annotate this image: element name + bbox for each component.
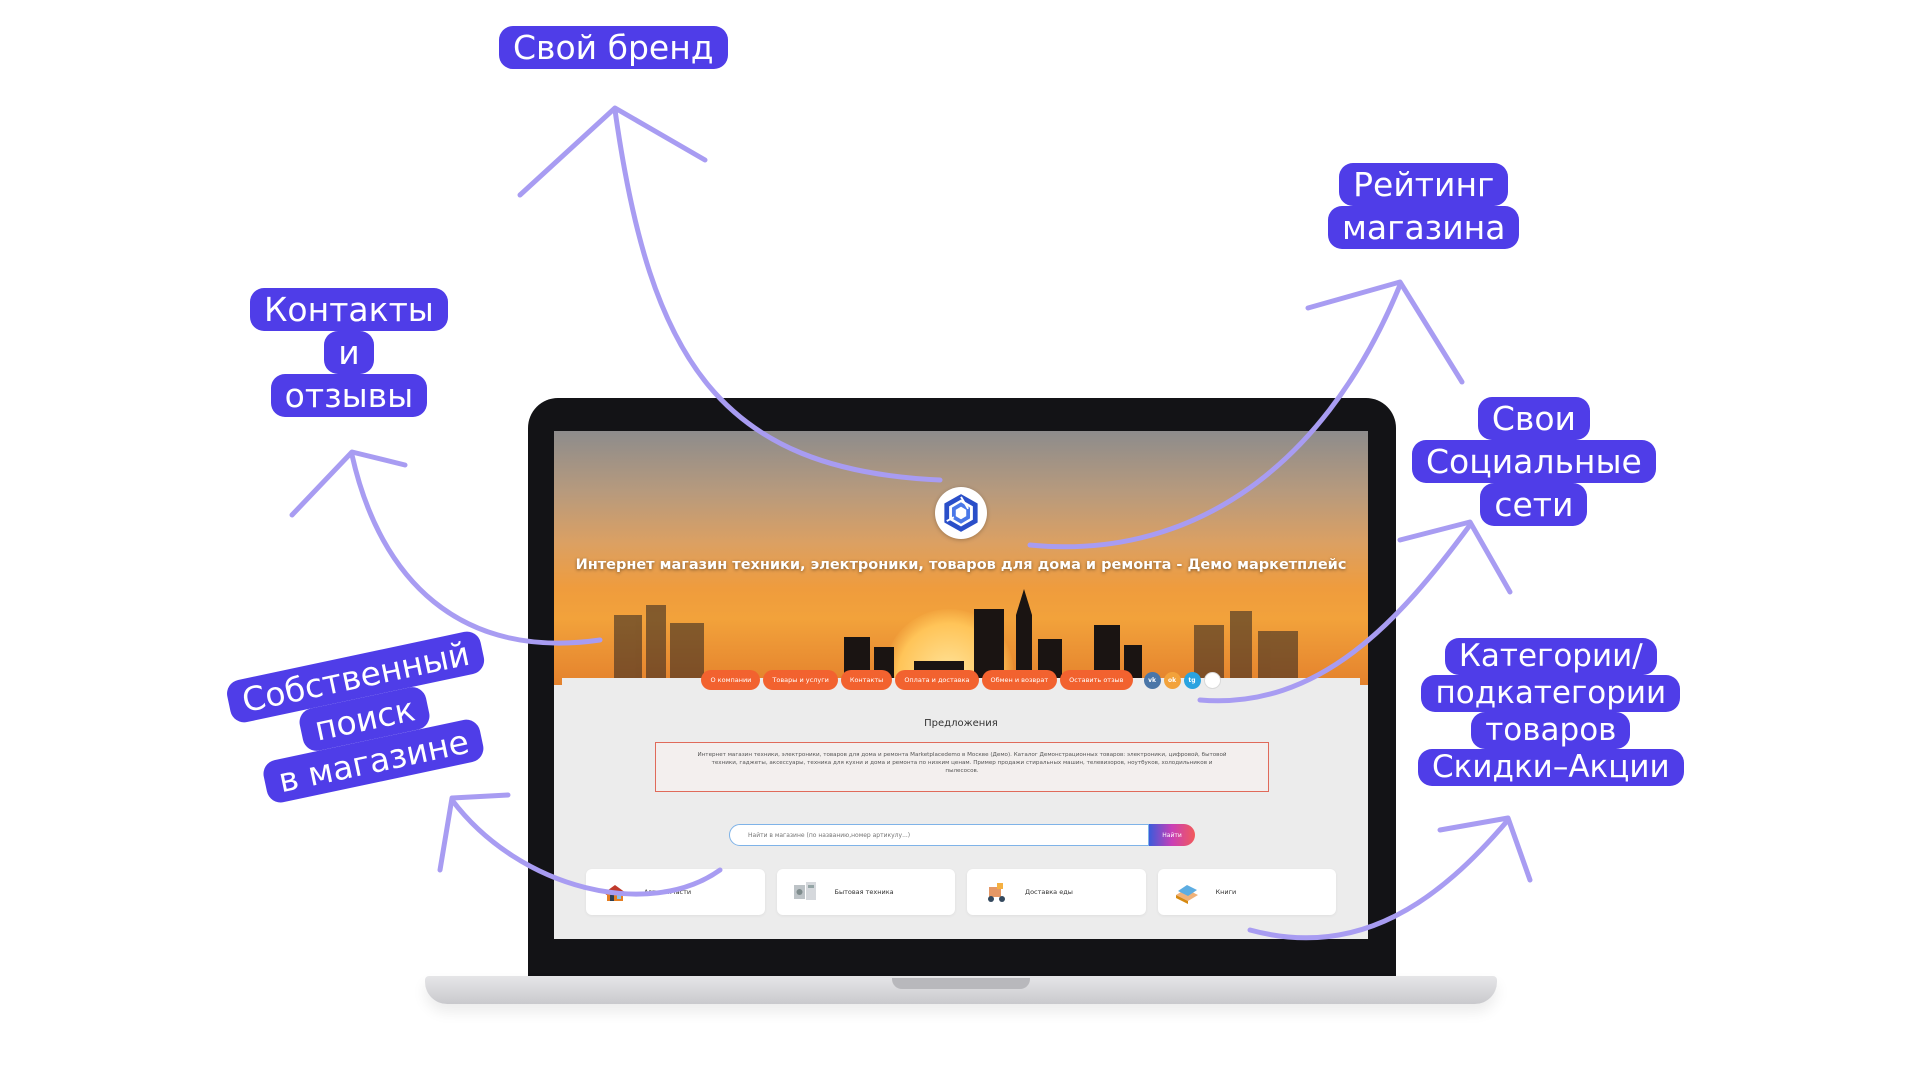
callout-social-line-3: сети [1480, 483, 1588, 526]
callout-brand: Свой бренд [499, 26, 728, 69]
nav-returns[interactable]: Обмен и возврат [981, 670, 1058, 690]
callout-contacts-line-1: Контакты [250, 288, 448, 331]
callout-rating: Рейтинг магазина [1328, 163, 1520, 249]
callout-categories-line-1: Категории/ [1444, 638, 1657, 675]
category-label: Доставка еды [1025, 888, 1073, 896]
category-card-appliances[interactable]: Бытовая техника [776, 869, 955, 915]
callout-contacts-line-3: отзывы [270, 374, 428, 417]
category-label: Книги [1215, 888, 1237, 896]
nav-review[interactable]: Оставить отзыв [1060, 670, 1133, 690]
callout-categories: Категории/ подкатегории товаров Скидки–А… [1418, 638, 1684, 786]
appliances-icon [793, 882, 816, 900]
callout-categories-line-2: подкатегории [1421, 675, 1681, 712]
arrowhead-contacts [289, 449, 408, 518]
callout-rating-line-1: Рейтинг [1339, 163, 1509, 206]
content-panel: Предложения Интернет магазин техники, эл… [562, 678, 1360, 939]
callout-social-line-2: Социальные [1412, 440, 1656, 483]
shop-description: Интернет магазин техники, электроники, т… [655, 742, 1269, 792]
books-icon [1175, 885, 1198, 904]
callout-categories-line-4: Скидки–Акции [1418, 749, 1684, 786]
brand-logo[interactable] [935, 487, 987, 539]
more-icon[interactable] [1203, 671, 1221, 689]
arrowhead-social [1397, 519, 1513, 595]
nav-contacts[interactable]: Контакты [840, 670, 893, 690]
social-links: vk ok tg [1143, 671, 1221, 689]
category-list: Автозапчасти Бытовая техника Доставка ед… [586, 869, 1336, 915]
category-label: Бытовая техника [834, 888, 894, 896]
callout-social-line-1: Свои [1477, 397, 1590, 440]
brand-logo-icon [944, 494, 978, 532]
arrowhead-search [437, 792, 511, 873]
callout-social: Свои Социальные сети [1412, 397, 1656, 526]
nav-about[interactable]: О компании [701, 670, 761, 690]
category-card-food-delivery[interactable]: Доставка еды [967, 869, 1146, 915]
callout-categories-line-3: товаров [1471, 712, 1631, 749]
offers-heading: Предложения [924, 718, 998, 729]
category-card-books[interactable]: Книги [1157, 869, 1336, 915]
arrowhead-categories [1437, 815, 1533, 883]
arrowhead-rating [1305, 279, 1465, 385]
search-input[interactable] [729, 824, 1149, 846]
nav-products[interactable]: Товары и услуги [763, 670, 838, 690]
telegram-icon[interactable]: tg [1183, 671, 1201, 689]
callout-contacts: Контакты и отзывы [250, 288, 448, 417]
nav-payment[interactable]: Оплата и доставка [895, 670, 979, 690]
callout-search: Собственный поиск в магазине [224, 628, 505, 809]
food-delivery-icon [988, 883, 1005, 902]
callout-contacts-line-2: и [324, 331, 374, 374]
category-card-auto-parts[interactable]: Автозапчасти [586, 869, 765, 915]
site-nav: О компании Товары и услуги Контакты Опла… [554, 669, 1368, 691]
hero-banner: Интернет магазин техники, электроники, т… [554, 431, 1368, 685]
search-button[interactable]: Найти [1149, 824, 1195, 846]
vk-icon[interactable]: vk [1143, 671, 1161, 689]
laptop-screen: Интернет магазин техники, электроники, т… [554, 431, 1368, 939]
callout-brand-line-1: Свой бренд [499, 26, 728, 69]
arrowhead-brand [517, 105, 708, 198]
shop-search: Найти [729, 824, 1195, 846]
ok-icon[interactable]: ok [1163, 671, 1181, 689]
laptop-notch [892, 978, 1030, 989]
category-label: Автозапчасти [644, 888, 692, 896]
site-title: Интернет магазин техники, электроники, т… [575, 557, 1347, 573]
callout-rating-line-2: магазина [1328, 206, 1520, 249]
auto-parts-icon [604, 885, 626, 901]
